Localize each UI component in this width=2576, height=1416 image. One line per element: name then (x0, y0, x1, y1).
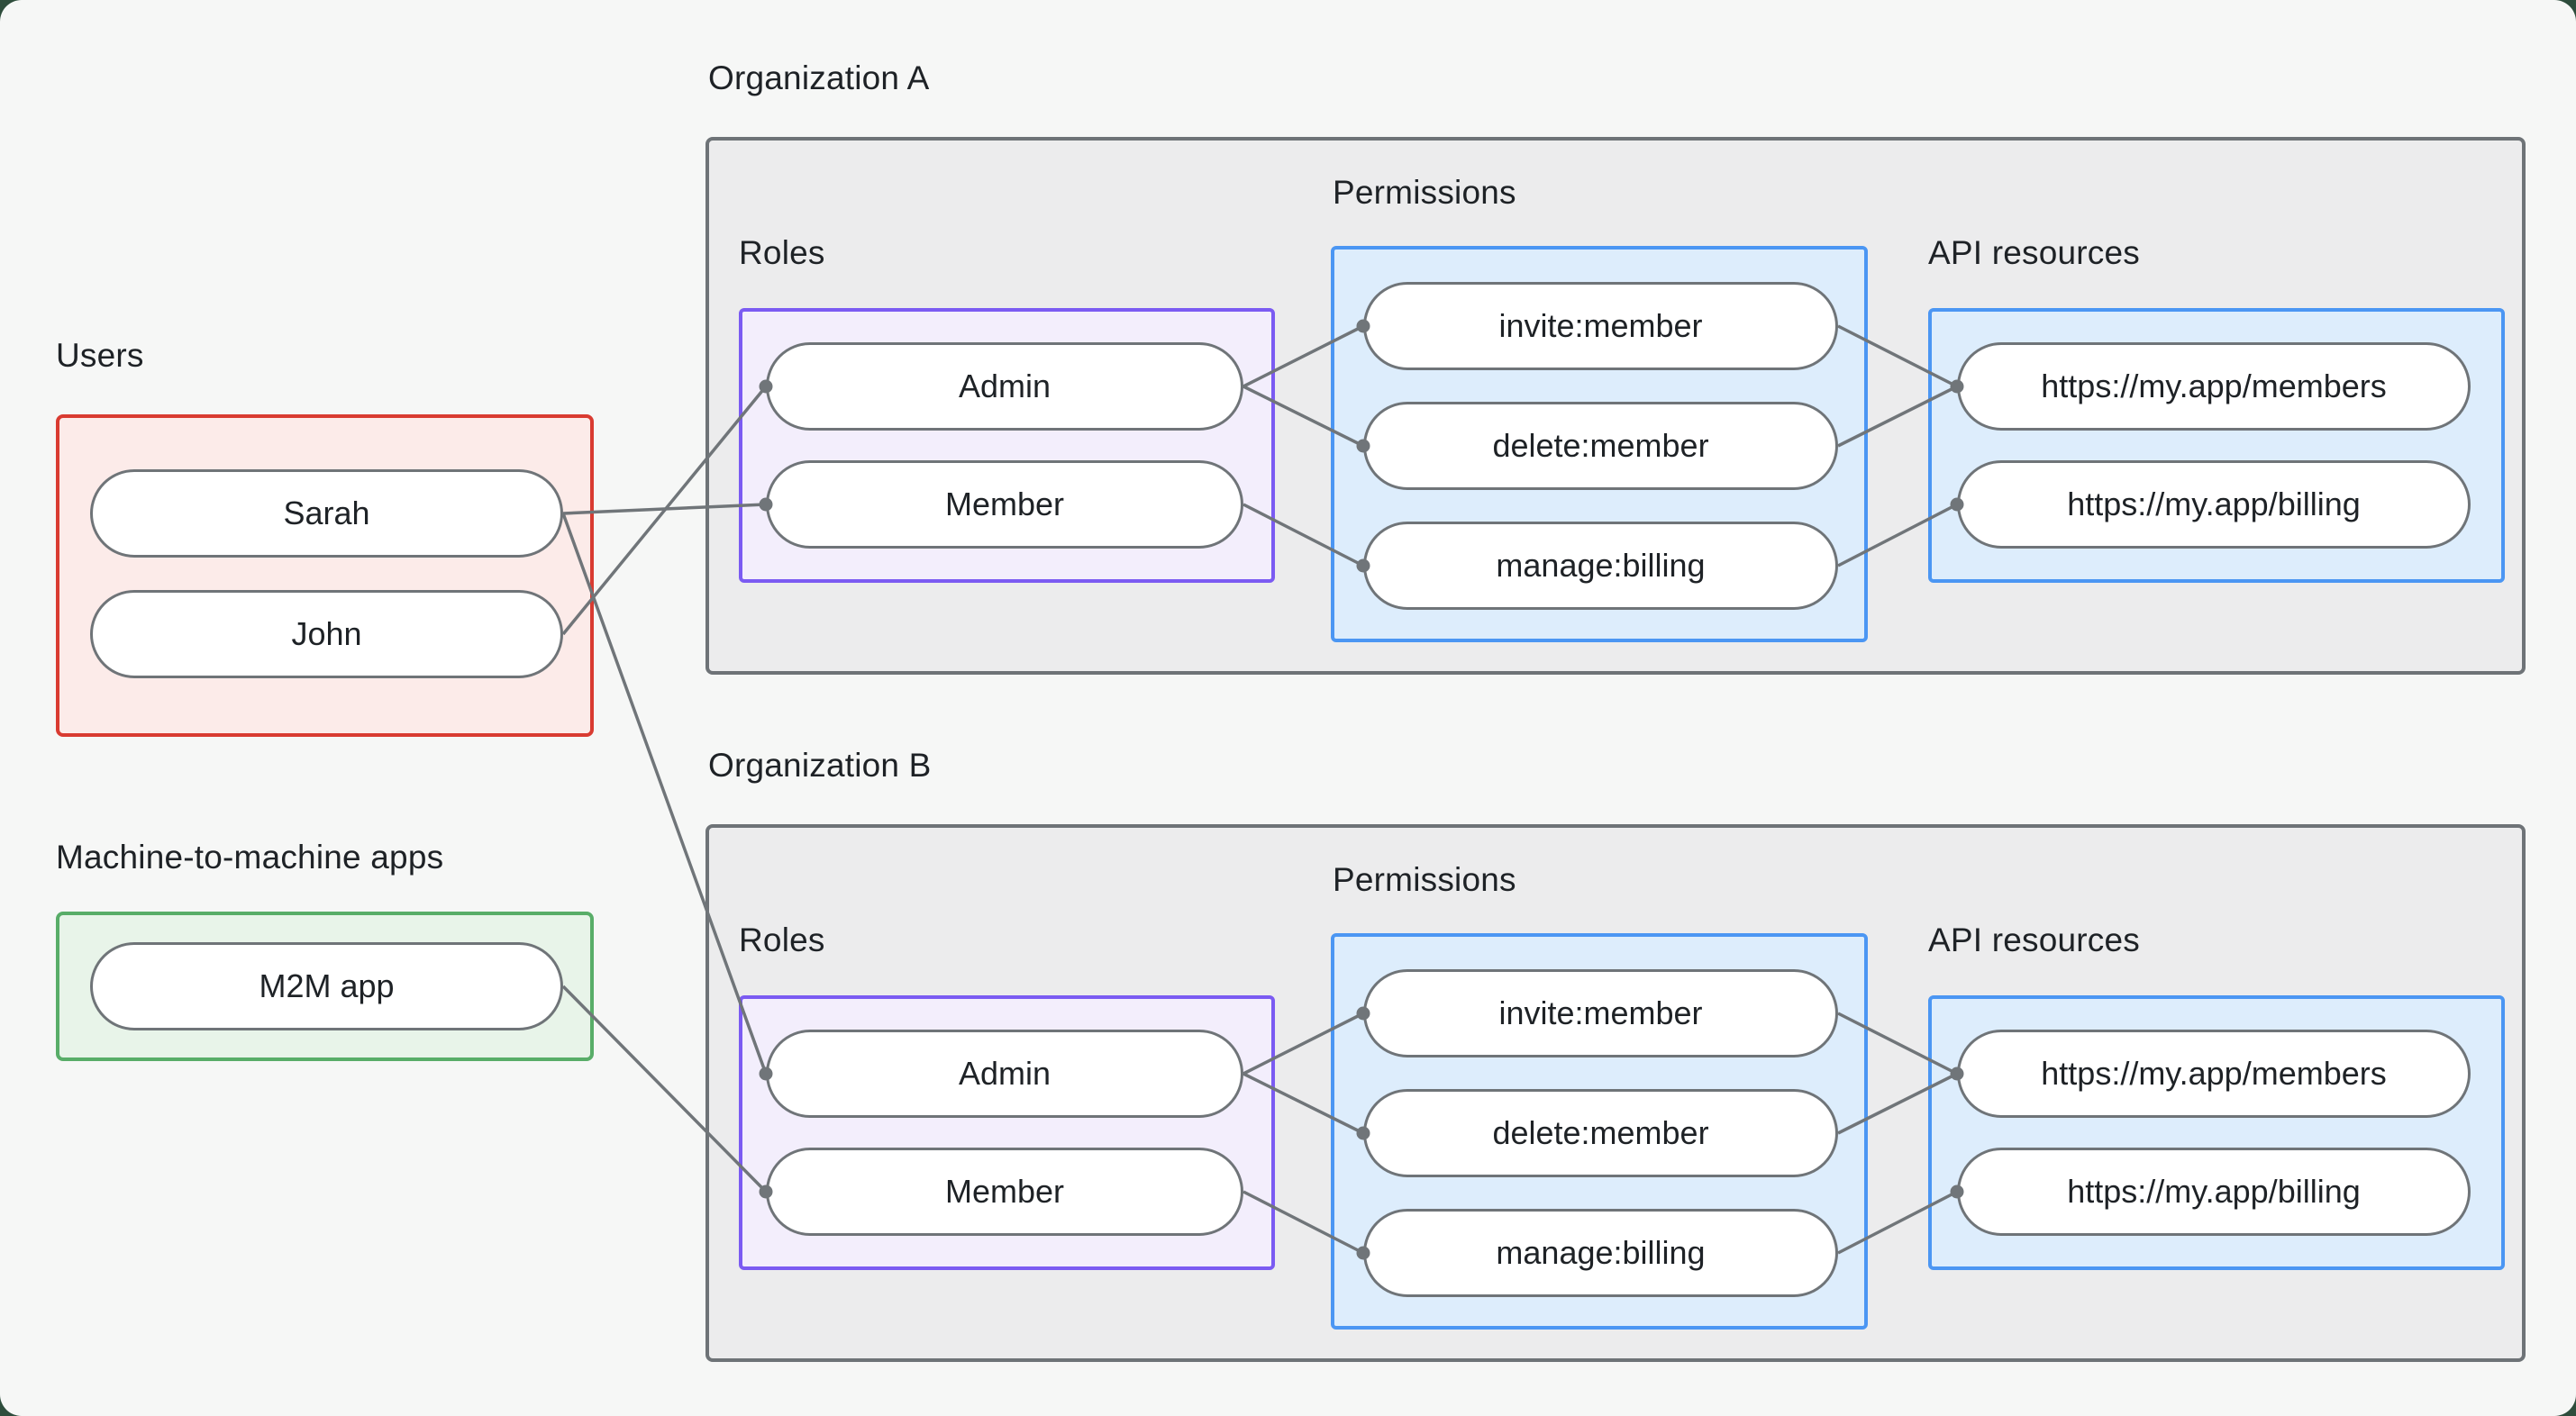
api-pill-label: https://my.app/billing (2067, 486, 2361, 522)
permission-pill-label: invite:member (1498, 994, 1703, 1031)
role-pill-label: Admin (958, 368, 1051, 404)
org-a-permission-delete-pill: delete:member (1363, 402, 1838, 490)
org-a-role-admin-pill: Admin (766, 342, 1243, 431)
org-a-api-members-pill: https://my.app/members (1957, 342, 2471, 431)
org-a-api-billing-pill: https://my.app/billing (1957, 460, 2471, 549)
m2m-app-pill: M2M app (90, 942, 563, 1030)
role-pill-label: Admin (958, 1055, 1051, 1092)
user-pill-john: John (90, 590, 563, 678)
user-pill-label: John (291, 615, 362, 652)
permission-pill-label: manage:billing (1496, 1234, 1706, 1271)
org-a-title: Organization A (708, 59, 930, 96)
api-pill-label: https://my.app/members (2041, 368, 2387, 404)
user-pill-label: Sarah (283, 495, 370, 531)
role-pill-label: Member (944, 486, 1065, 522)
org-b-role-member-pill: Member (766, 1148, 1243, 1236)
permission-pill-label: delete:member (1492, 427, 1709, 464)
user-pill-sarah: Sarah (90, 469, 563, 558)
users-section-label: Users (56, 337, 144, 374)
permission-pill-label: invite:member (1498, 307, 1703, 344)
users-group-box (56, 414, 594, 737)
permission-pill-label: manage:billing (1496, 547, 1706, 584)
org-b-role-admin-pill: Admin (766, 1030, 1243, 1118)
m2m-section-label: Machine-to-machine apps (56, 839, 444, 876)
org-b-api-billing-pill: https://my.app/billing (1957, 1148, 2471, 1236)
org-b-api-label: API resources (1928, 921, 2140, 958)
api-pill-label: https://my.app/members (2041, 1055, 2387, 1092)
api-pill-label: https://my.app/billing (2067, 1173, 2361, 1210)
m2m-pill-label: M2M app (259, 967, 395, 1004)
org-b-api-members-pill: https://my.app/members (1957, 1030, 2471, 1118)
org-b-permission-delete-pill: delete:member (1363, 1089, 1838, 1177)
org-a-permission-invite-pill: invite:member (1363, 282, 1838, 370)
org-b-roles-label: Roles (739, 921, 825, 958)
org-b-permission-billing-pill: manage:billing (1363, 1209, 1838, 1297)
org-b-permission-invite-pill: invite:member (1363, 969, 1838, 1057)
org-a-permission-billing-pill: manage:billing (1363, 522, 1838, 610)
org-a-role-member-pill: Member (766, 460, 1243, 549)
org-a-api-label: API resources (1928, 234, 2140, 271)
org-b-title: Organization B (708, 747, 932, 784)
permission-pill-label: delete:member (1492, 1114, 1709, 1151)
role-pill-label: Member (944, 1173, 1065, 1210)
org-a-roles-label: Roles (739, 234, 825, 271)
org-b-permissions-label: Permissions (1333, 861, 1516, 898)
org-a-permissions-label: Permissions (1333, 174, 1516, 211)
